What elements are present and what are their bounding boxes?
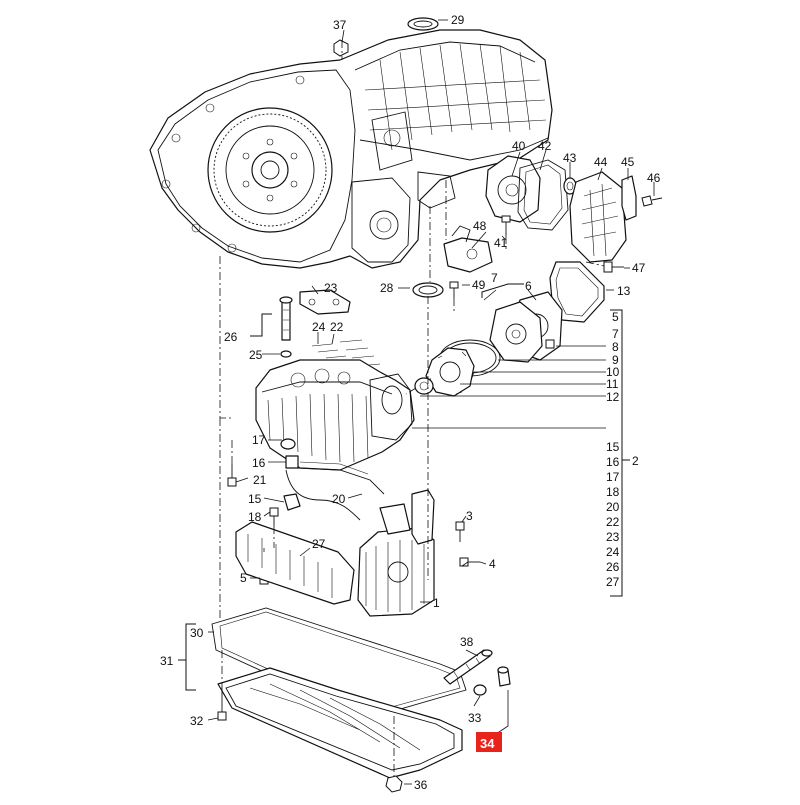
callout-16-list: 16 bbox=[606, 455, 620, 469]
callout-23: 23 bbox=[324, 281, 338, 295]
callout-46: 46 bbox=[647, 171, 661, 185]
part-31-pan bbox=[217, 667, 463, 779]
callout-48: 48 bbox=[473, 219, 487, 233]
callout-28: 28 bbox=[380, 281, 394, 295]
callout-1: 1 bbox=[433, 596, 440, 610]
part-42-gasket bbox=[517, 159, 569, 231]
callout-17-list: 17 bbox=[606, 470, 620, 484]
callout-31: 31 bbox=[160, 654, 174, 668]
callout-5: 5 bbox=[240, 571, 247, 585]
callout-5-list: 5 bbox=[612, 310, 619, 324]
callout-21: 21 bbox=[253, 473, 267, 487]
valve-body bbox=[255, 289, 415, 521]
callout-25: 25 bbox=[249, 348, 263, 362]
callout-41: 41 bbox=[494, 236, 508, 250]
callout-40: 40 bbox=[512, 139, 526, 153]
callout-36: 36 bbox=[414, 778, 428, 792]
callout-42: 42 bbox=[538, 139, 552, 153]
callout-29: 29 bbox=[451, 13, 465, 27]
oil-pan-assembly bbox=[211, 607, 511, 793]
callout-17: 17 bbox=[252, 433, 266, 447]
part-7-pump bbox=[489, 301, 543, 363]
pump-assembly bbox=[414, 291, 563, 397]
part-10-gear bbox=[425, 347, 475, 397]
callout-22: 22 bbox=[330, 320, 344, 334]
part-28-seal bbox=[412, 282, 444, 298]
callout-18: 18 bbox=[248, 510, 262, 524]
callout-23-list: 23 bbox=[606, 530, 620, 544]
transmission-housing bbox=[149, 17, 553, 269]
callout-2: 2 bbox=[632, 454, 639, 468]
callout-15: 15 bbox=[248, 492, 262, 506]
callout-8: 8 bbox=[612, 340, 619, 354]
callout-49: 49 bbox=[472, 278, 486, 292]
group-brackets bbox=[178, 283, 630, 691]
callout-labels: 37 29 40 42 43 44 45 46 47 13 48 41 49 2… bbox=[160, 13, 661, 792]
callout-33: 33 bbox=[468, 711, 482, 725]
callout-15-list: 15 bbox=[606, 440, 620, 454]
callout-11: 11 bbox=[606, 377, 619, 391]
callout-38: 38 bbox=[460, 635, 474, 649]
callout-10: 10 bbox=[606, 365, 620, 379]
part-45-bracket bbox=[621, 175, 637, 221]
callout-3: 3 bbox=[466, 509, 473, 523]
callout-18-list: 18 bbox=[606, 485, 620, 499]
part-13-gasket bbox=[549, 261, 605, 323]
callout-27-list: 27 bbox=[606, 575, 620, 589]
part-48-sensor bbox=[443, 237, 493, 273]
callout-4: 4 bbox=[489, 557, 496, 571]
callout-22-list: 22 bbox=[606, 515, 620, 529]
callout-24-list: 24 bbox=[606, 545, 620, 559]
callout-34-highlight bbox=[476, 732, 502, 752]
callout-43: 43 bbox=[563, 151, 577, 165]
control-module bbox=[357, 489, 480, 617]
callout-26-list: 26 bbox=[606, 560, 620, 574]
part-44-cover bbox=[569, 171, 627, 263]
callout-7-list: 7 bbox=[612, 327, 619, 341]
callout-30: 30 bbox=[190, 626, 204, 640]
part-27-plate bbox=[235, 521, 355, 605]
callout-24: 24 bbox=[312, 320, 326, 334]
callout-44: 44 bbox=[594, 155, 608, 169]
part-12-ring bbox=[414, 377, 434, 395]
alignment-lines bbox=[219, 40, 605, 778]
callout-6: 6 bbox=[525, 279, 532, 293]
callout-27: 27 bbox=[312, 537, 326, 551]
callout-45: 45 bbox=[621, 155, 635, 169]
callout-20: 20 bbox=[332, 492, 346, 506]
callout-26: 26 bbox=[224, 330, 238, 344]
callout-16: 16 bbox=[252, 456, 266, 470]
callout-7: 7 bbox=[491, 271, 498, 285]
callout-34: 34 bbox=[480, 736, 495, 751]
callout-47: 47 bbox=[632, 261, 646, 275]
side-cover-parts bbox=[412, 155, 663, 323]
callout-20-list: 20 bbox=[606, 500, 620, 514]
leader-lines bbox=[207, 19, 655, 785]
callout-12: 12 bbox=[606, 390, 620, 404]
callout-9: 9 bbox=[612, 353, 619, 367]
part-40-housing bbox=[485, 155, 541, 223]
callout-13: 13 bbox=[617, 284, 631, 298]
callout-37: 37 bbox=[333, 18, 347, 32]
callout-32: 32 bbox=[190, 714, 204, 728]
